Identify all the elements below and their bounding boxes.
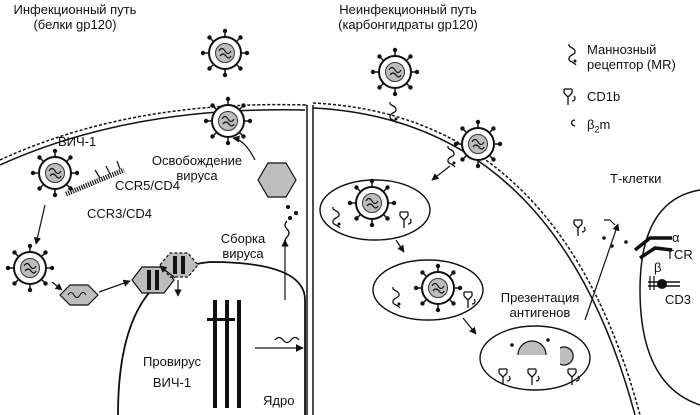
right-arrows [395,165,620,335]
left-title: Инфекционный путь (белки gp120) [0,2,150,32]
legend-mannose-line1: Маннозный [587,42,657,57]
legend-b2m: β2m [587,117,610,138]
right-title: Неинфекционный путь (карбонгидраты gp120… [318,2,498,32]
virus-label: ВИЧ-1 [58,134,97,149]
legend-b2m-base: β [587,117,595,132]
receptor-ccr3: CCR3/CD4 [86,206,154,221]
legend-cd1b-icon [563,88,576,106]
infected-cell [0,103,308,415]
nucleus-label: Ядро [263,393,295,408]
virus-release-label: Освобождение вируса [142,153,252,183]
legend-b2m-icon [570,119,576,127]
antigen-presentation-line2: антигенов [509,305,571,320]
mannose-receptor-binding [447,145,457,168]
tcell-title: Т-клетки [610,171,662,186]
virus-assembly-label: Сборка вируса [208,231,278,261]
virion-endosome-2 [412,262,464,314]
cd1b-surface [573,219,586,237]
virus-assembly-line2: вируса [222,246,264,261]
virion-binding [452,118,504,170]
hiv-virion-released [199,27,251,79]
legend-mannose: Маннозный рецептор (MR) [587,42,676,72]
capsid-hexagons [59,162,297,306]
virus-release-line2: вируса [176,168,218,183]
legend-mannose-receptor-icon [568,43,578,66]
provirus-label: Провирус ВИЧ-1 [136,354,208,390]
tcr-alpha: α [672,230,680,245]
legend-b2m-sub: 2 [594,124,600,135]
tcr-beta: β [654,260,662,275]
legend-mannose-line2: рецептор (MR) [587,57,676,72]
tcr-label: TCR [666,247,693,262]
receptor-ccr5: CCR5/CD4 [114,178,182,193]
virion-endosome-1 [346,177,398,229]
hiv-virion-budding [202,95,254,147]
legend-cd1b: CD1b [587,89,621,104]
viral-rna-strand [274,336,300,344]
virus-assembly-line1: Сборка [220,231,266,246]
ccr-receptor-band [65,160,125,197]
provirus-line1: Провирус [143,354,201,369]
hiv-virion-entering [29,147,81,199]
right-title-line2: (карбонгидраты gp120) [338,17,478,32]
provirus-line2: ВИЧ-1 [152,375,192,390]
cd3-label: CD3 [665,292,692,307]
right-title-line1: Неинфекционный путь [339,2,477,17]
tcr-complex [633,236,680,290]
antigen-presentation-line1: Презентация [500,290,580,305]
t-cell [639,189,700,406]
legend-b2m-tail: m [599,117,611,132]
left-arrows [33,135,289,300]
left-title-line2: (белки gp120) [33,17,117,32]
provirus-dna [207,300,241,408]
hiv-virion-inside [4,242,56,294]
virion-outside [369,46,421,98]
assembly-dots [286,205,298,220]
left-title-line1: Инфекционный путь [13,2,137,17]
antigen-presenting-cell [312,102,641,415]
antigen-presentation-label: Презентация антигенов [490,290,590,320]
endosome-3 [479,325,591,391]
virus-release-line1: Освобождение [151,153,243,168]
